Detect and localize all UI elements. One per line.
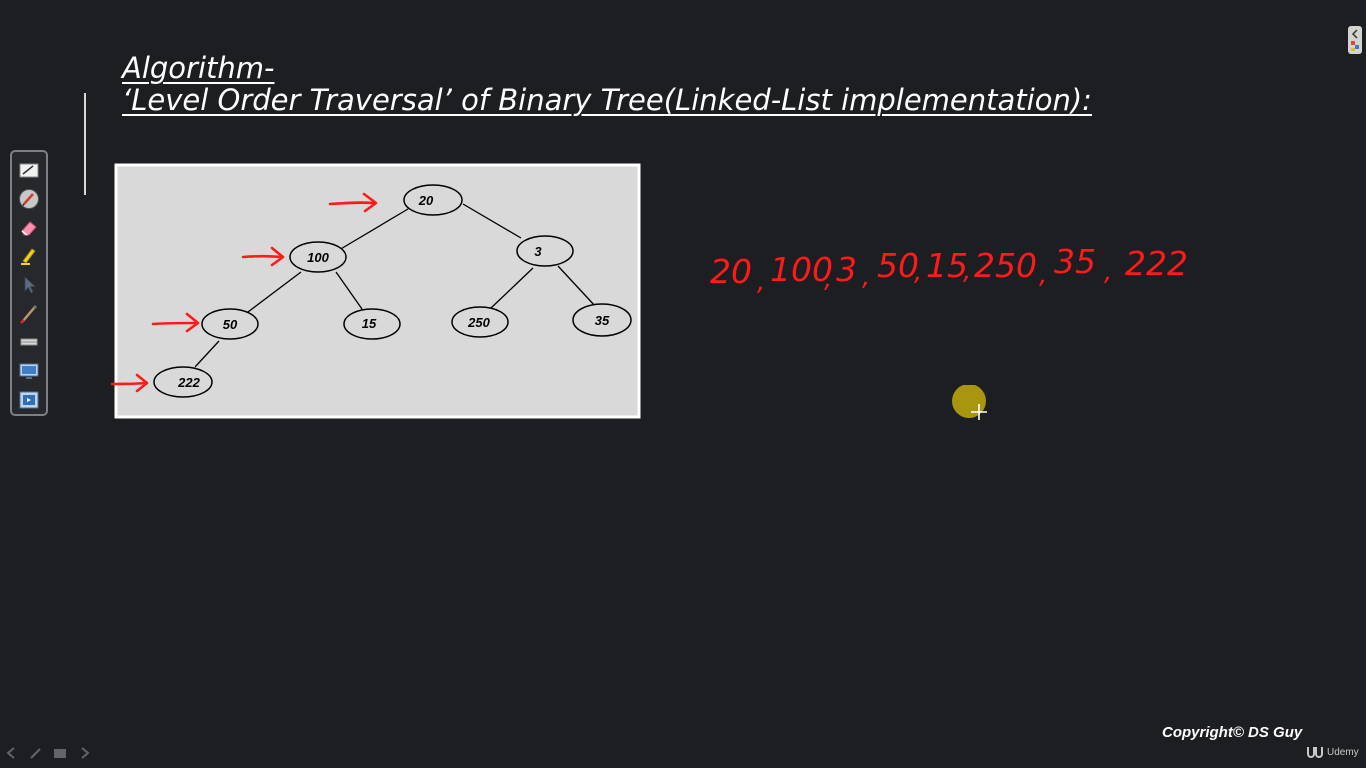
traversal-value: 50 bbox=[877, 246, 919, 285]
panel-toggle-icon bbox=[1351, 29, 1359, 51]
tree-edge bbox=[338, 208, 409, 251]
traversal-value: 20 bbox=[710, 252, 752, 291]
level-arrow-4 bbox=[110, 373, 149, 393]
whiteboard-icon bbox=[19, 163, 39, 178]
node-label: 100 bbox=[307, 250, 329, 265]
tree-edge bbox=[557, 265, 597, 308]
binary-tree-diagram: 20 100 3 50 15 250 35 222 bbox=[110, 163, 641, 419]
margin-line bbox=[84, 93, 86, 195]
title-line-2: ‘Level Order Traversal’ of Binary Tree(L… bbox=[122, 83, 1092, 117]
pen-tool-button[interactable] bbox=[16, 186, 42, 212]
menu-icon bbox=[54, 749, 66, 758]
tree-node-35: 35 bbox=[572, 303, 632, 337]
node-shape bbox=[201, 308, 259, 340]
screen-tool-button[interactable] bbox=[16, 358, 42, 384]
page-title: Algorithm- ‘Level Order Traversal’ of Bi… bbox=[122, 52, 1092, 116]
traversal-value: 15 bbox=[926, 246, 968, 285]
traversal-value: 3 bbox=[836, 250, 857, 289]
node-label: 3 bbox=[534, 244, 542, 259]
tree-edge bbox=[247, 271, 302, 313]
udemy-label: Udemy bbox=[1327, 746, 1359, 758]
tree-edge bbox=[490, 267, 534, 309]
line-icon bbox=[20, 338, 38, 346]
node-shape bbox=[516, 235, 574, 267]
pointer-tool-button[interactable] bbox=[16, 272, 42, 298]
tree-node-50: 50 bbox=[201, 308, 259, 340]
node-label: 250 bbox=[467, 315, 490, 330]
node-shape bbox=[153, 366, 213, 398]
node-shape bbox=[289, 241, 347, 273]
back-button[interactable] bbox=[4, 746, 20, 760]
eraser-icon bbox=[21, 220, 37, 236]
screen-icon bbox=[19, 363, 39, 380]
arrow-left-icon bbox=[6, 747, 15, 759]
traversal-value: 222 bbox=[1125, 244, 1188, 283]
tree-node-3: 3 bbox=[516, 235, 574, 267]
traversal-output: 20 , 100 , 3 , 50 , 15 , 250 , 35 , 222 bbox=[710, 242, 1188, 297]
pen-icon bbox=[19, 189, 39, 209]
traversal-separator: , bbox=[963, 256, 971, 286]
traversal-value: 35 bbox=[1054, 242, 1096, 281]
level-arrow-3 bbox=[151, 312, 200, 333]
traversal-separator: , bbox=[824, 264, 832, 294]
traversal-separator: , bbox=[862, 262, 870, 292]
tree-node-222: 222 bbox=[153, 366, 213, 398]
pointer-icon bbox=[24, 276, 37, 294]
capture-icon bbox=[19, 391, 39, 409]
panel-toggle-button[interactable] bbox=[1348, 26, 1362, 54]
level-arrow-1 bbox=[328, 192, 378, 213]
traversal-value: 250 bbox=[974, 246, 1037, 285]
highlighter-icon bbox=[21, 248, 36, 266]
pen-button[interactable] bbox=[28, 746, 44, 760]
whiteboard-tool-button[interactable] bbox=[16, 158, 42, 184]
line-tool-button[interactable] bbox=[16, 330, 42, 356]
capture-tool-button[interactable] bbox=[16, 387, 42, 413]
menu-button[interactable] bbox=[52, 746, 68, 760]
brush-icon bbox=[20, 304, 38, 324]
brush-tool-button[interactable] bbox=[16, 301, 42, 327]
node-label: 222 bbox=[177, 375, 200, 390]
node-label: 15 bbox=[362, 316, 377, 331]
udemy-logo-icon bbox=[1307, 747, 1323, 758]
node-label: 35 bbox=[595, 313, 610, 328]
node-shape bbox=[572, 303, 632, 337]
tree-edge bbox=[194, 340, 220, 368]
traversal-value: 100 bbox=[770, 250, 833, 289]
presenter-cursor bbox=[952, 385, 987, 420]
pen-small-icon bbox=[30, 748, 41, 759]
node-label: 20 bbox=[418, 193, 434, 208]
node-label: 50 bbox=[223, 317, 238, 332]
arrow-right-icon bbox=[81, 747, 90, 759]
title-line-1: Algorithm- bbox=[122, 51, 275, 85]
forward-button[interactable] bbox=[76, 746, 92, 760]
tree-node-15: 15 bbox=[343, 308, 401, 340]
tree-node-100: 100 bbox=[289, 241, 347, 273]
node-shape bbox=[451, 306, 509, 338]
tree-edges bbox=[194, 203, 597, 368]
tree-edge bbox=[462, 203, 522, 239]
tree-node-20: 20 bbox=[403, 184, 463, 216]
traversal-separator: , bbox=[757, 267, 765, 297]
annotation-toolbar bbox=[10, 150, 48, 416]
udemy-watermark: Udemy bbox=[1306, 744, 1359, 760]
traversal-separator: , bbox=[914, 257, 922, 287]
node-shape bbox=[343, 308, 401, 340]
playback-controls bbox=[4, 746, 92, 760]
tree-edge bbox=[335, 271, 363, 310]
level-arrow-2 bbox=[241, 246, 285, 267]
traversal-separator: , bbox=[1039, 260, 1047, 290]
traversal-separator: , bbox=[1104, 257, 1112, 287]
node-shape bbox=[403, 184, 463, 216]
eraser-tool-button[interactable] bbox=[16, 215, 42, 241]
copyright-text: Copyright© DS Guy bbox=[1162, 724, 1303, 741]
tree-node-250: 250 bbox=[451, 306, 509, 338]
highlighter-tool-button[interactable] bbox=[16, 244, 42, 270]
